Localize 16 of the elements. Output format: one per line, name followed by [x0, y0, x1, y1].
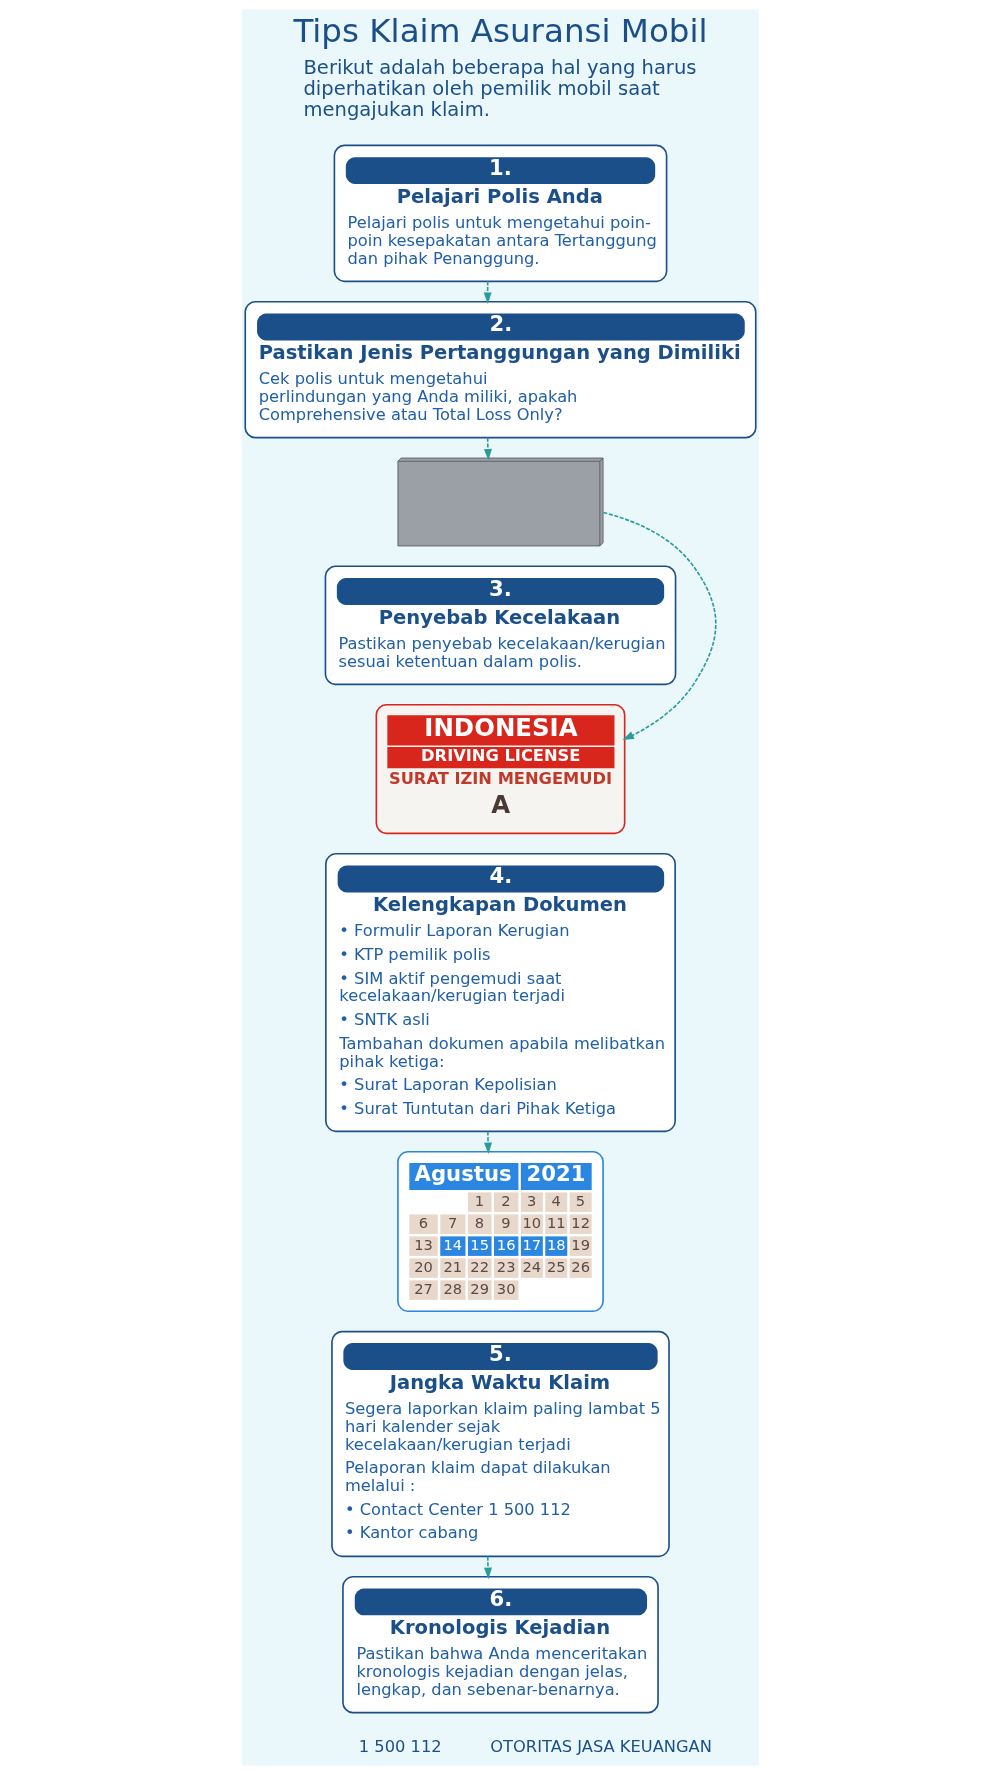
label: OTORITAS JASA KEUANGAN: [489, 1736, 712, 1756]
arrow: [483, 1130, 492, 1154]
arrow: [483, 280, 492, 304]
node-box: 1. Pelajari Polis Anda Pelajari polis untuk mengetahui poin-poin kesepakatan antara Tertanggung dan pihak Penanggung.: [333, 144, 667, 283]
node-box: 5. Jangka Waktu Klaim Segera laporkan klaim paling lambat 5 hari kalender sejak kecelakaan/kerugian terjadi Pelaporan klaim dapat dilakukan melalui : • Contact Center 1 500 112 • Kantor cabang: [330, 1330, 670, 1558]
node-box: 4. Kelengkapan Dokumen • Formulir Laporan Kerugian • KTP pemilik polis • SIM aktif pengemudi saat kecelakaan/kerugian terjadi • SNTK asli Tambahan dokumen apabila melibatkan pihak ketiga: • Surat Laporan Kepolisian • Surat Tuntutan dari Pihak Ketiga: [324, 852, 676, 1133]
arrow: [602, 511, 717, 741]
node-box: 2. Pastikan Jenis Pertanggungan yang Dimiliki Cek polis untuk mengetahui perlindungan yang Anda miliki, apakah Comprehensive atau Total Loss Only?: [243, 300, 757, 439]
node-box: 6. Kronologis Kejadian Pastikan bahwa Anda menceritakan kronologis kejadian dengan jelas, lengkap, dan sebenar-benarnya.: [341, 1575, 659, 1714]
arrow: [483, 436, 492, 461]
label: Berikut adalah beberapa hal yang harus diperhatikan oleh pemilik mobil saat mengajukan klaim.: [302, 55, 696, 122]
label: 1 500 112: [358, 1736, 442, 1756]
node-box: 3. Penyebab Kecelakaan Pastikan penyebab kecelakaan/kerugian sesuai ketentuan dalam polis.: [324, 565, 676, 686]
node-box: INDONESIA DRIVING LICENSE SURAT IZIN MENGEMUDI A: [375, 703, 625, 835]
arrow: [483, 1555, 492, 1580]
diagram-title: Tips Klaim Asuransi Mobil: [292, 11, 708, 50]
